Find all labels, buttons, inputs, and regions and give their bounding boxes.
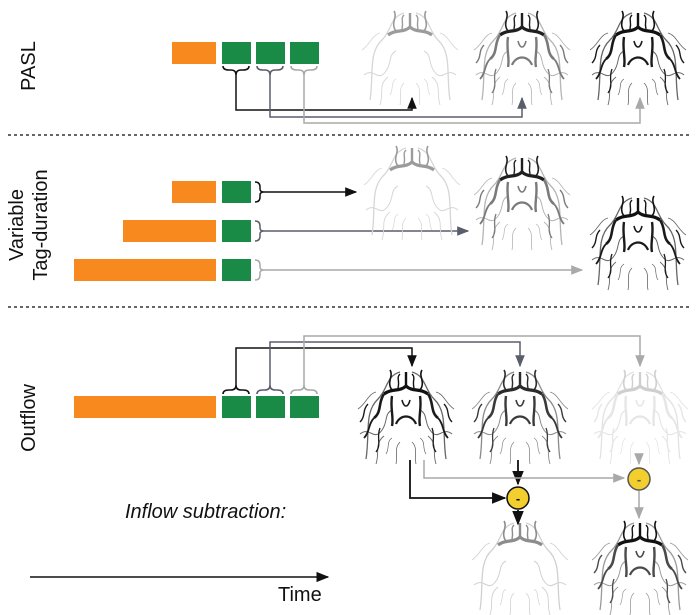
pasl-sequence: [172, 42, 319, 64]
section-label-outflow: Outflow: [18, 384, 40, 452]
minus-symbol: -: [516, 491, 520, 506]
bracket-icon: [254, 259, 265, 281]
angiogram-image: [589, 9, 687, 106]
arrow-icon: [235, 75, 417, 111]
minus-symbol: -: [637, 472, 641, 487]
readout-block: [222, 396, 251, 418]
arrow-icon: [423, 460, 626, 483]
tag-bar: [172, 181, 216, 203]
arrow-icon: [235, 347, 417, 385]
variable-sequence-1: [172, 181, 358, 203]
angiogram-image: [357, 368, 455, 465]
angiogram-image: [473, 154, 571, 251]
bracket-icon: [254, 220, 265, 242]
time-axis-label: Time: [278, 584, 322, 606]
angiogram-image: [363, 144, 461, 241]
readout-block: [222, 42, 251, 64]
subtraction-connectors: [409, 453, 644, 526]
readout-block: [290, 42, 319, 64]
readout-block: [222, 259, 251, 281]
readout-block: [222, 220, 251, 242]
outflow-arrows: [235, 335, 645, 385]
bracket-icon: [222, 65, 250, 76]
arrow-icon: [409, 460, 507, 504]
variable-sequence-2: [123, 220, 470, 242]
bracket-icon: [222, 384, 250, 395]
inflow-subtraction-label: Inflow subtraction:: [125, 501, 286, 523]
angiogram-image: [591, 519, 689, 615]
bracket-icon: [256, 65, 284, 76]
outflow-brackets: [222, 384, 318, 395]
variable-label-line-1: Variable: [6, 189, 28, 261]
readout-block: [222, 181, 251, 203]
arrow-icon: [303, 75, 645, 124]
readout-block: [256, 396, 285, 418]
angiogram-image: [471, 519, 569, 615]
angiogram-image: [591, 368, 689, 465]
section-label-pasl: PASL: [18, 41, 40, 91]
tag-bar: [172, 42, 216, 64]
readout-block: [290, 396, 319, 418]
outflow-sequence: [74, 396, 319, 418]
minus-circle-icon: -: [506, 486, 530, 510]
outflow-label: Outflow: [18, 384, 40, 452]
angiogram-image: [361, 9, 459, 106]
bracket-icon: [290, 384, 318, 395]
angiogram-image: [471, 368, 569, 465]
angiogram-image: [589, 194, 687, 291]
pasl-label: PASL: [18, 41, 40, 91]
angiogram-image: [473, 9, 571, 106]
tag-bar: [123, 220, 216, 242]
variable-label-line-2: Tag-duration: [30, 169, 52, 280]
arrow-icon: [303, 335, 645, 385]
bracket-icon: [256, 384, 284, 395]
arrow-icon: [269, 75, 527, 118]
pasl-arrows: [235, 75, 645, 124]
bracket-icon: [254, 181, 265, 203]
tag-bar: [74, 259, 216, 281]
tag-bar: [74, 396, 216, 418]
readout-block: [256, 42, 285, 64]
arrow-icon: [269, 341, 525, 385]
pasl-brackets: [222, 65, 318, 76]
bracket-icon: [290, 65, 318, 76]
variable-sequence-3: [74, 259, 584, 281]
section-label-variable: Variable Tag-duration: [6, 169, 52, 280]
minus-circle-icon: -: [627, 467, 651, 491]
